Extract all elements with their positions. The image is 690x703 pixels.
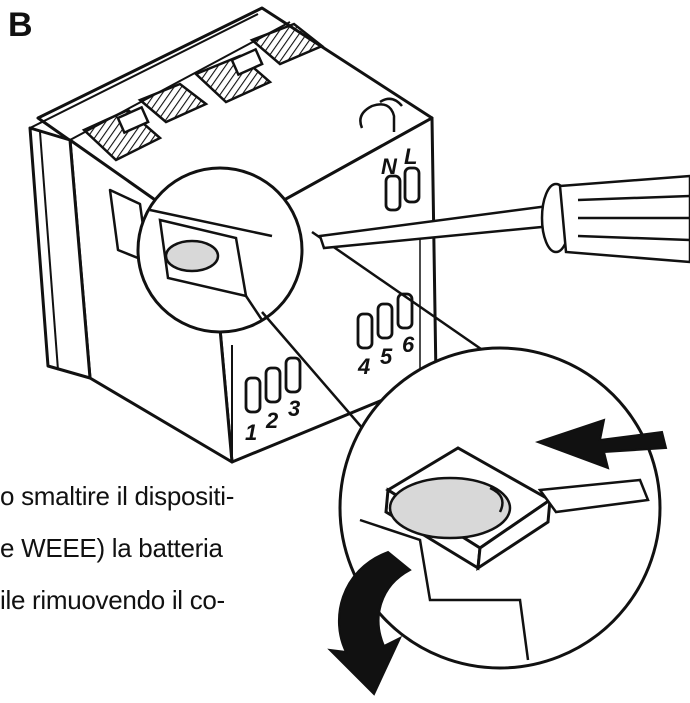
terminal-group-nl	[384, 166, 421, 212]
magnifier-circle-large	[338, 346, 662, 670]
device-body	[28, 6, 438, 464]
terminal-label-5: 5	[380, 344, 393, 369]
terminal-clamps	[81, 22, 325, 162]
clamp-1	[81, 82, 209, 162]
screwdriver-tip	[537, 478, 650, 514]
terminal-label-n: N	[381, 154, 398, 179]
magnifier-circle-small	[136, 166, 304, 334]
terminal-label-4: 4	[357, 354, 370, 379]
battery-large	[388, 476, 512, 540]
terminal-label-3: 3	[288, 396, 300, 421]
terminal-label-2: 2	[265, 408, 279, 433]
terminal-group-456	[356, 292, 414, 350]
push-arrow-icon	[534, 418, 668, 470]
clamp-2	[193, 22, 325, 104]
terminal-label-1: 1	[245, 420, 257, 445]
terminal-label-6: 6	[402, 332, 415, 357]
rotate-arrow-icon	[327, 550, 412, 696]
caption-line-3: ile rimuovendo il co-	[0, 585, 225, 615]
terminal-label-l: L	[404, 144, 417, 169]
screwdriver	[318, 174, 690, 264]
terminal-group-123	[244, 356, 302, 414]
figure-label: B	[8, 6, 33, 44]
terminal-n	[384, 174, 402, 212]
battery-small	[164, 239, 220, 273]
caption-line-2: e WEEE) la batteria	[0, 533, 223, 563]
terminal-l	[403, 166, 421, 204]
caption-line-1: o smaltire il dispositi-	[0, 481, 235, 511]
